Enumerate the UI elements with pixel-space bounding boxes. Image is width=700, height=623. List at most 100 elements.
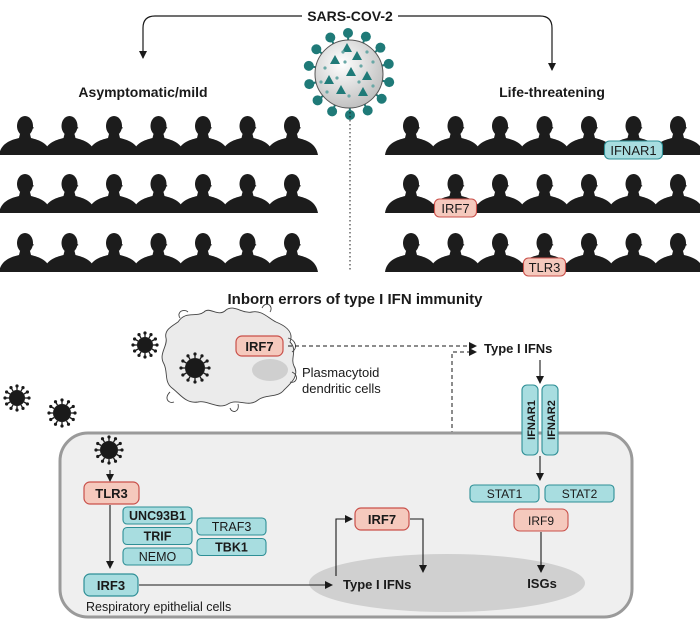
adaptor-trif: TRIF — [122, 526, 193, 546]
gene-tag-tlr3: TLR3 — [522, 257, 567, 277]
mild-label: Asymptomatic/mild — [78, 84, 207, 100]
virus-icon — [131, 331, 159, 359]
irf3-label: IRF3 — [97, 578, 125, 593]
adaptor-label: UNC93B1 — [129, 509, 186, 523]
tlr3-box: TLR3 — [83, 481, 140, 505]
sars-cov-2-virus-icon — [303, 28, 395, 120]
adaptor-unc93b1: UNC93B1 — [122, 506, 193, 525]
person-silhouette-icon — [43, 116, 96, 155]
irf9-label: IRF9 — [528, 514, 554, 528]
person-silhouette-icon — [385, 233, 437, 272]
adaptor-traf3: TRAF3 — [196, 517, 267, 536]
irf9-box: IRF9 — [513, 508, 569, 532]
pdc-irf7-box: IRF7 — [235, 335, 284, 357]
adaptor-label: TBK1 — [215, 541, 248, 555]
severe-label: Life-threatening — [499, 84, 605, 100]
person-silhouette-icon — [43, 174, 96, 213]
person-silhouette-icon — [132, 174, 185, 213]
person-silhouette-icon — [88, 174, 140, 213]
person-silhouette-icon — [266, 174, 318, 213]
gene-tag-label: IFNAR1 — [610, 143, 656, 158]
person-silhouette-icon — [43, 233, 96, 272]
arrow-ifns-to-irf7 — [335, 515, 353, 576]
person-silhouette-icon — [607, 174, 660, 213]
person-silhouette-icon — [221, 116, 274, 155]
person-silhouette-icon — [474, 116, 526, 155]
stat2-label: STAT2 — [562, 487, 598, 501]
virus-icon — [47, 398, 77, 428]
adaptor-nemo: NEMO — [122, 547, 193, 566]
gene-tag-irf7: IRF7 — [433, 198, 478, 218]
person-silhouette-icon — [607, 233, 660, 272]
type1-ifns-top: Type I IFNs — [484, 341, 552, 356]
person-silhouette-icon — [652, 174, 700, 213]
virus-icon — [3, 384, 31, 412]
person-silhouette-icon — [429, 233, 482, 272]
pdc-dendrites — [166, 303, 297, 412]
stat2-box: STAT2 — [544, 484, 615, 503]
arrow-to-mild — [139, 15, 302, 59]
adaptor-tbk1: TBK1 — [196, 537, 267, 557]
epithelial-label: Respiratory epithelial cells — [86, 600, 231, 614]
person-silhouette-icon — [132, 116, 185, 155]
mild-people-group — [0, 116, 318, 272]
pdc-label-line2: dendritic cells — [302, 381, 381, 396]
person-silhouette-icon — [0, 116, 51, 155]
person-silhouette-icon — [177, 116, 229, 155]
section-title: Inborn errors of type I IFN immunity — [227, 291, 483, 308]
stat1-box: STAT1 — [469, 484, 540, 503]
pdc-nucleus — [252, 359, 288, 381]
adaptor-label: TRIF — [144, 530, 172, 544]
gene-tag-ifnar1: IFNAR1 — [603, 140, 664, 160]
person-silhouette-icon — [474, 174, 526, 213]
person-silhouette-icon — [563, 233, 615, 272]
adaptor-label: TRAF3 — [212, 520, 252, 534]
person-silhouette-icon — [177, 233, 229, 272]
person-silhouette-icon — [518, 174, 571, 213]
ep-irf7-box: IRF7 — [354, 507, 410, 531]
gene-tag-label: TLR3 — [529, 260, 561, 275]
isgs-label: ISGs — [527, 576, 557, 591]
pdc-irf7-label: IRF7 — [245, 339, 273, 354]
severe-people-group — [385, 116, 700, 272]
pdc-cell — [161, 307, 297, 407]
person-silhouette-icon — [518, 116, 571, 155]
person-silhouette-icon — [385, 174, 437, 213]
person-silhouette-icon — [132, 233, 185, 272]
ep-irf7-label: IRF7 — [368, 512, 396, 527]
epithelial-ifn-dashed-arrow — [451, 348, 477, 582]
pdc-label-line1: Plasmacytoid — [302, 365, 379, 380]
adaptor-label: NEMO — [139, 550, 177, 564]
arrow-irf7-to-ifns — [410, 518, 427, 573]
gene-tag-label: IRF7 — [441, 201, 469, 216]
person-silhouette-icon — [221, 174, 274, 213]
tlr3-label: TLR3 — [95, 486, 128, 501]
person-silhouette-icon — [385, 116, 437, 155]
person-silhouette-icon — [652, 233, 700, 272]
person-silhouette-icon — [474, 233, 526, 272]
ifnar2-label: IFNAR2 — [546, 400, 558, 440]
person-silhouette-icon — [88, 116, 140, 155]
arrow-to-severe — [398, 15, 556, 71]
receptor-ifnar1: IFNAR1 — [521, 384, 539, 456]
virus-icon — [94, 435, 124, 465]
person-silhouette-icon — [0, 174, 51, 213]
person-silhouette-icon — [563, 174, 615, 213]
ifnar1-label: IFNAR1 — [526, 400, 538, 440]
person-silhouette-icon — [177, 174, 229, 213]
person-silhouette-icon — [88, 233, 140, 272]
person-silhouette-icon — [221, 233, 274, 272]
person-silhouette-icon — [266, 116, 318, 155]
person-silhouette-icon — [0, 233, 51, 272]
stat1-label: STAT1 — [487, 487, 523, 501]
virus-title: SARS-COV-2 — [307, 8, 393, 24]
person-silhouette-icon — [429, 116, 482, 155]
irf3-box: IRF3 — [83, 573, 139, 597]
ep-type1-ifns-label: Type I IFNs — [343, 577, 411, 592]
virus-icon — [179, 352, 211, 384]
epithelial-nucleus — [309, 554, 585, 612]
